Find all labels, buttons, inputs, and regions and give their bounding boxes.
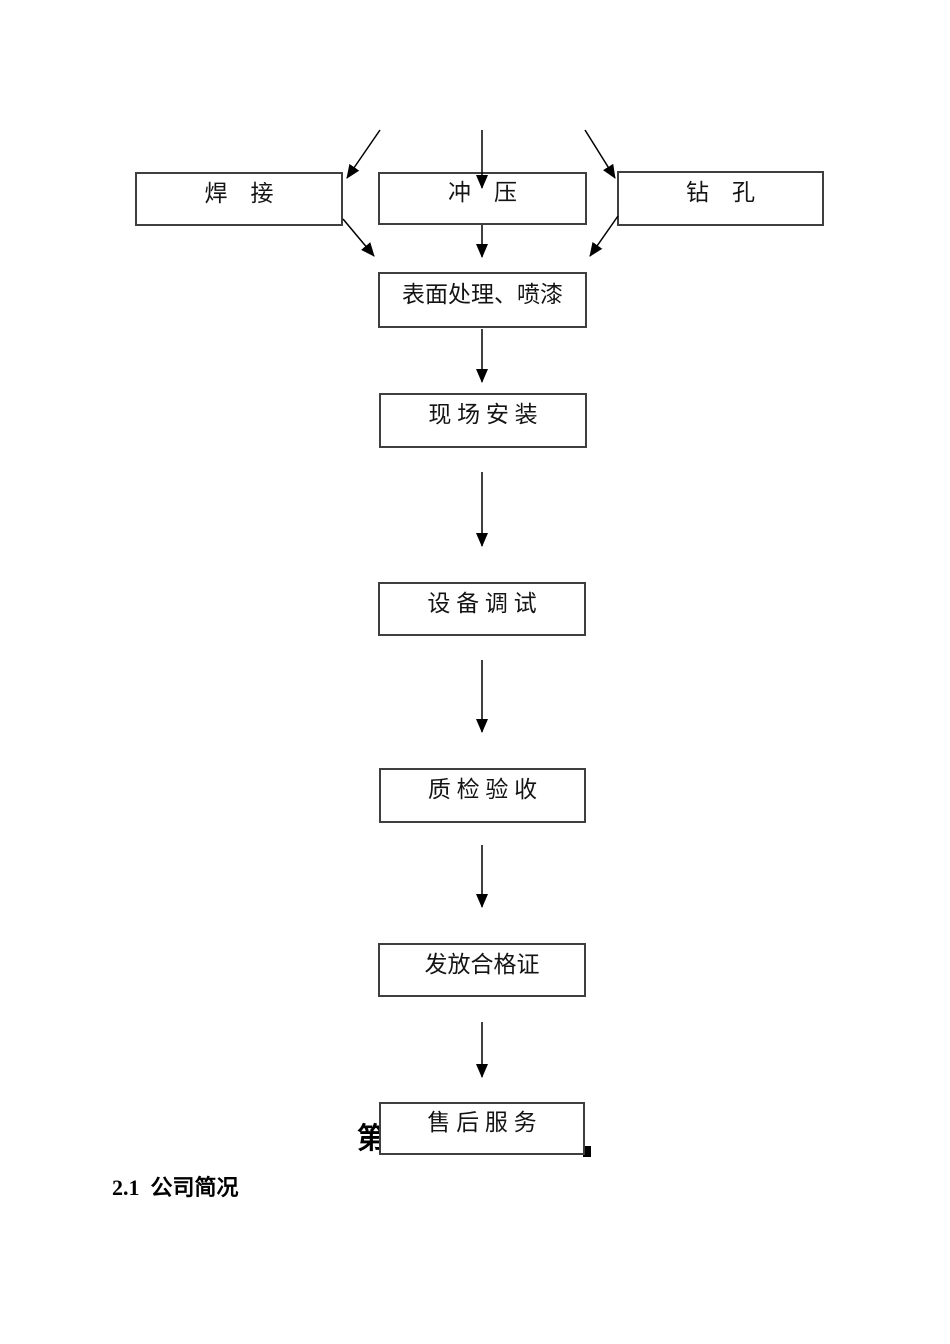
flowchart-box-issue-certificate: 发放合格证: [378, 943, 586, 997]
flowchart-box-welding: 焊 接: [135, 172, 343, 226]
arrow-welding-to-surface: [342, 218, 375, 257]
flowchart-box-drilling: 钻 孔: [617, 171, 824, 226]
flowchart-box-site-installation: 现 场 安 装: [379, 393, 587, 448]
flowchart-box-label: 售 后 服 务: [427, 1110, 537, 1135]
flowchart-box-surface-treatment-painting: 表面处理、喷漆: [378, 272, 587, 328]
flowchart-box-label: 钻 孔: [686, 180, 755, 205]
arrow-top-into-welding: [346, 129, 381, 179]
flowchart-box-equipment-debugging: 设 备 调 试: [378, 582, 586, 636]
flowchart-box-label: 质 检 验 收: [427, 777, 538, 802]
flowchart-box-label: 表面处理、喷漆: [402, 281, 563, 307]
flowchart-box-stamping: 冲 压: [378, 172, 587, 225]
arrow-top-into-drilling: [584, 129, 616, 179]
obscured-text-fragment: [583, 1146, 591, 1157]
arrow-drilling-to-surface: [589, 215, 619, 257]
flowchart-box-after-sales-service: 售 后 服 务: [379, 1102, 585, 1155]
flowchart-box-quality-inspection: 质 检 验 收: [379, 768, 586, 823]
flowchart-box-label: 现 场 安 装: [428, 402, 538, 427]
flowchart-box-label: 发放合格证: [424, 951, 540, 977]
flowchart-box-label: 焊 接: [204, 180, 274, 206]
section-heading: 2.1 公司简况: [112, 1175, 239, 1200]
flowchart-box-label: 设 备 调 试: [427, 590, 537, 616]
flowchart-box-label: 冲 压: [448, 180, 517, 205]
